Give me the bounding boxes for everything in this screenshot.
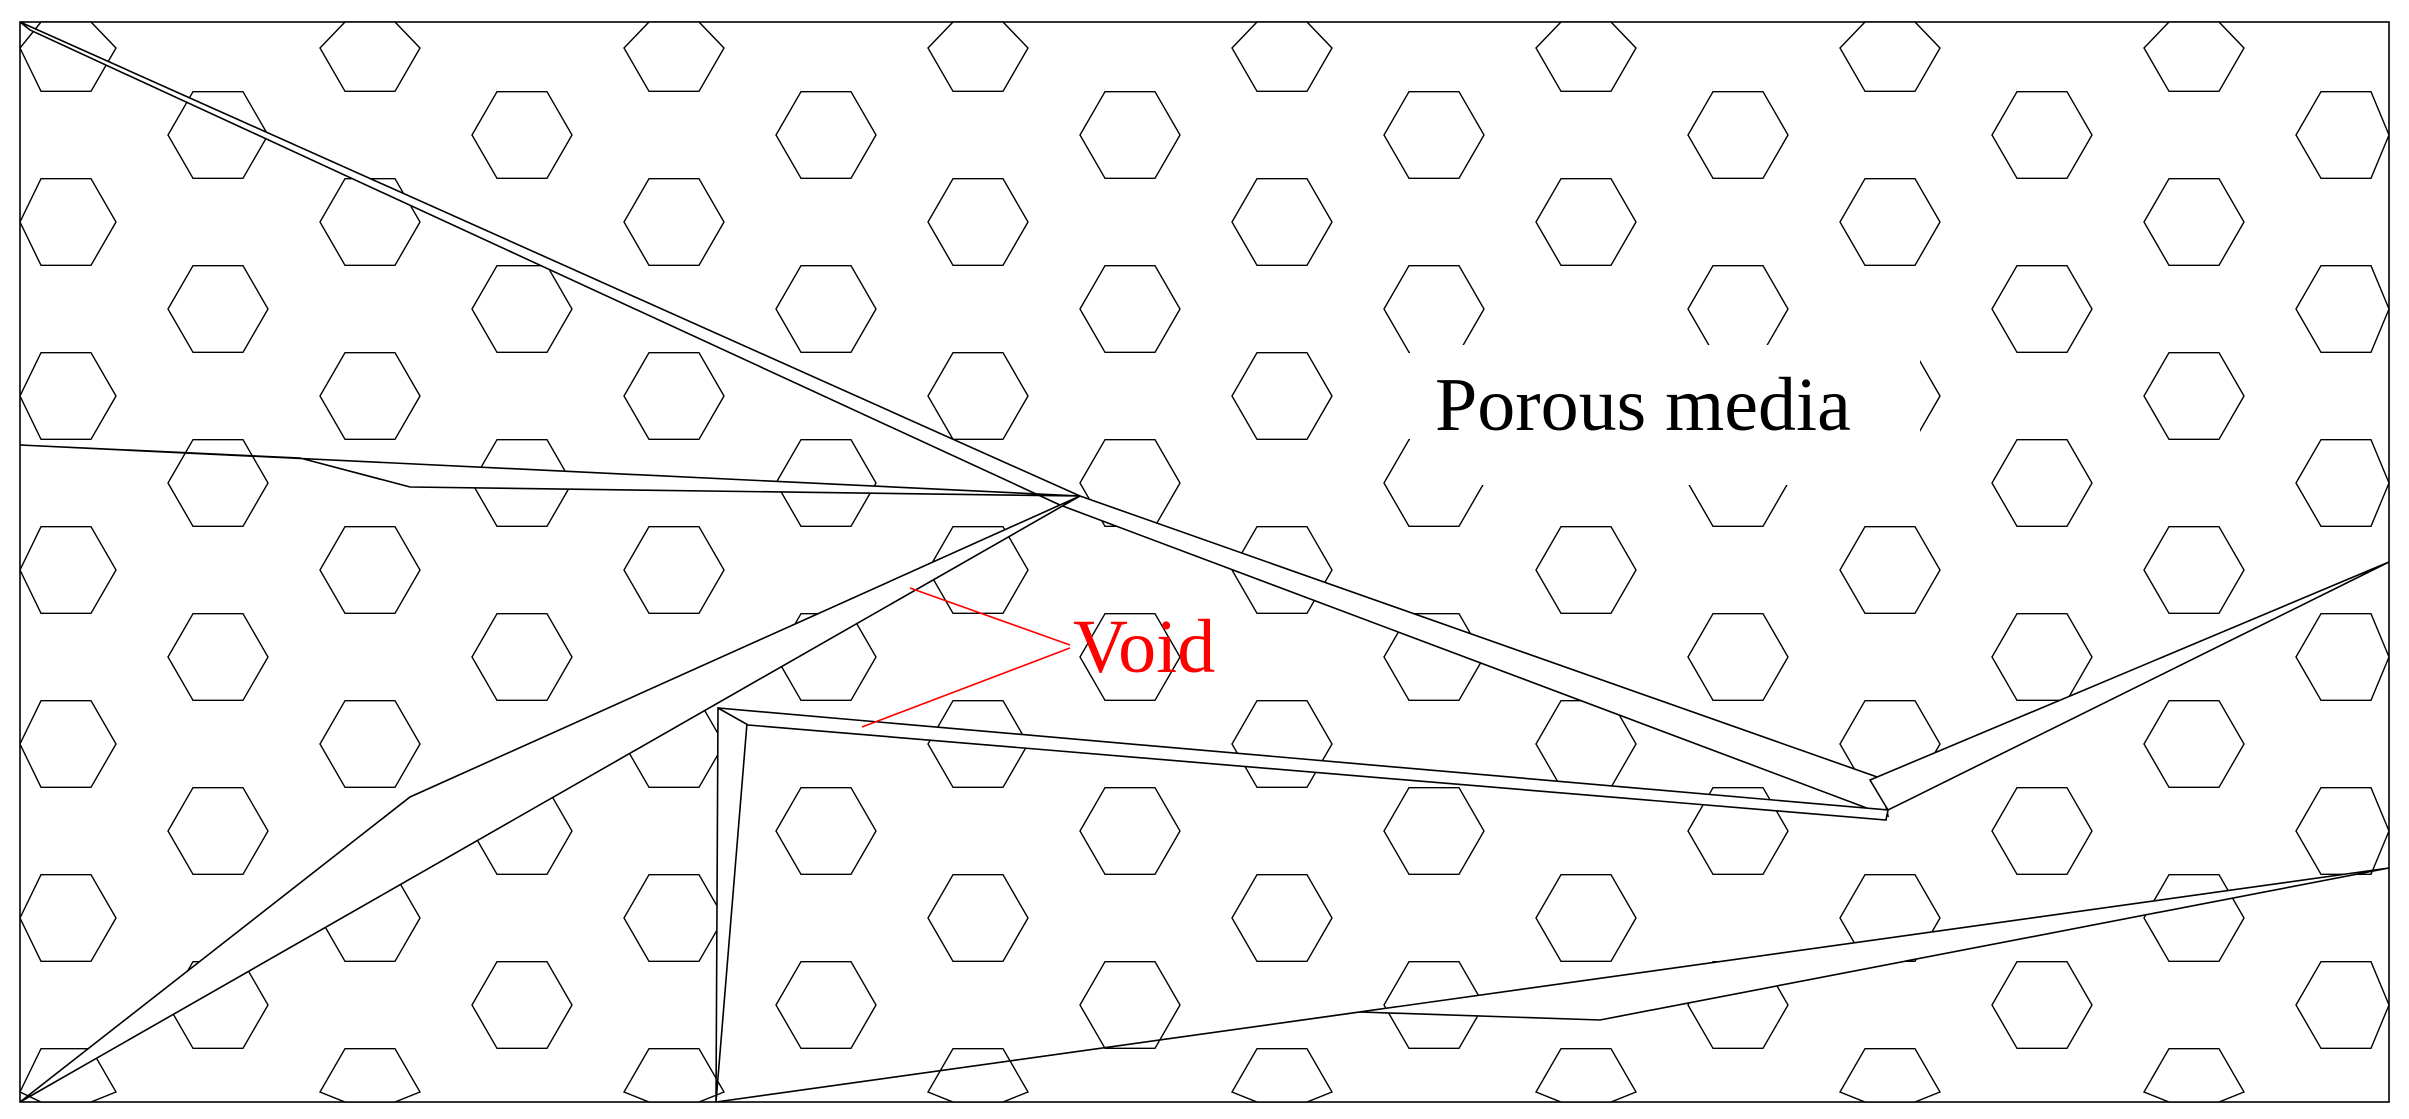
grain-hexagon [319,700,421,788]
grain-hexagon [1535,874,1637,962]
grain-hexagon [1231,177,1333,266]
grain-hexagon [1991,613,2093,701]
fracture-lower-left [19,495,1081,1103]
grain-hexagon [1991,787,2093,875]
grain-hexagon [19,874,117,962]
grain-hexagon [2143,700,2245,788]
grain-hexagon [1535,177,1637,266]
grain-hexagon [622,1047,726,1103]
grain-hexagon [471,613,573,701]
grain-hexagon [1534,1047,1638,1103]
grain-hexagon [1231,21,1333,93]
grain-hexagon [19,352,117,440]
label-background [1410,345,1920,485]
grain-hexagon [2143,177,2245,266]
grain-hexagon [623,352,725,440]
grain-hexagon [623,526,725,614]
grain-hexagon [1839,177,1941,266]
grain-hexagon [471,961,573,1050]
grain-hexagon [1383,787,1485,875]
grain-hexagon [167,439,269,527]
grain-hexagon [167,787,269,875]
grain-hexagon [1383,265,1485,353]
fracture-middle-horizontal [717,707,1889,821]
grain-hexagon [623,177,725,266]
grain-hexagon [2295,787,2390,875]
grain-hexagon [319,352,421,440]
grain-hexagon [1079,961,1181,1050]
grain-hexagon [1231,352,1333,440]
grain-hexagon [2143,21,2245,93]
grain-hexagon [1535,21,1637,93]
grain-hexagon [927,177,1029,266]
grain-hexagon [775,90,877,180]
grain-hexagon [471,90,573,180]
grain-hexagon [927,352,1029,440]
grain-hexagon [2295,265,2390,353]
grain-hexagon [1079,613,1181,701]
grain-hexagon [1383,90,1485,180]
grain-hexagon [319,526,421,614]
grain-hexagon [623,874,725,962]
grain-hexagon [927,874,1029,962]
grain-hexagon [19,21,117,93]
void-leader-lower [861,647,1071,728]
void-annotation: Void [861,587,1215,728]
fracture-left-horizontal [19,444,1081,497]
grain-hexagon [2143,352,2245,440]
fracture-right-lower [715,867,2390,1103]
porous-media-label-group: Porous media [1410,345,1920,485]
void-label: Void [1073,605,1215,689]
grain-hexagon [2295,439,2390,527]
grain-hexagon [1687,265,1789,353]
grain-hexagon [1079,90,1181,180]
void-leader-upper [909,587,1071,646]
grain-hexagon [19,526,117,614]
grain-hexagon [1231,874,1333,962]
grain-hexagon [2143,874,2245,962]
grain-hexagon [167,265,269,353]
grain-hexagon [1991,439,2093,527]
fracture-network [19,21,2390,1103]
grain-hexagon [623,21,725,93]
grain-hexagon [1687,613,1789,701]
fracture-right-upper [1868,561,2390,812]
fracture-vertical [715,707,749,1103]
grain-hexagon [1687,90,1789,180]
grain-hexagon [1991,961,2093,1050]
grain-hexagon [1079,265,1181,353]
grain-hexagon [775,961,877,1050]
grain-hexagon [2295,90,2390,180]
porous-media-label: Porous media [1435,363,1851,447]
grain-hexagon [2295,961,2390,1050]
grain-hexagon [471,265,573,353]
grain-hexagon [1991,265,2093,353]
grain-hexagon [775,787,877,875]
grain-hexagon [1535,526,1637,614]
grain-hexagon [1838,1047,1942,1103]
grain-hexagon [775,265,877,353]
grain-hexagon [1230,1047,1334,1103]
grain-hexagon [318,1047,422,1103]
grain-hexagon [1079,787,1181,875]
grain-hexagon [2143,526,2245,614]
grain-hexagon [167,613,269,701]
grain-hexagon [319,177,421,266]
grain-hexagon [19,177,117,266]
grain-hexagon [1839,526,1941,614]
grain-hexagon [2142,1047,2246,1103]
grain-hexagon [19,700,117,788]
grain-hexagon [1231,700,1333,788]
grain-hexagon [926,1047,1030,1103]
grain-hexagon [319,21,421,93]
grain-hexagon [167,90,269,180]
grain-hexagon [1991,90,2093,180]
grain-hexagon [927,21,1029,93]
grain-hexagon [1839,21,1941,93]
grain-hexagon [2295,613,2390,701]
